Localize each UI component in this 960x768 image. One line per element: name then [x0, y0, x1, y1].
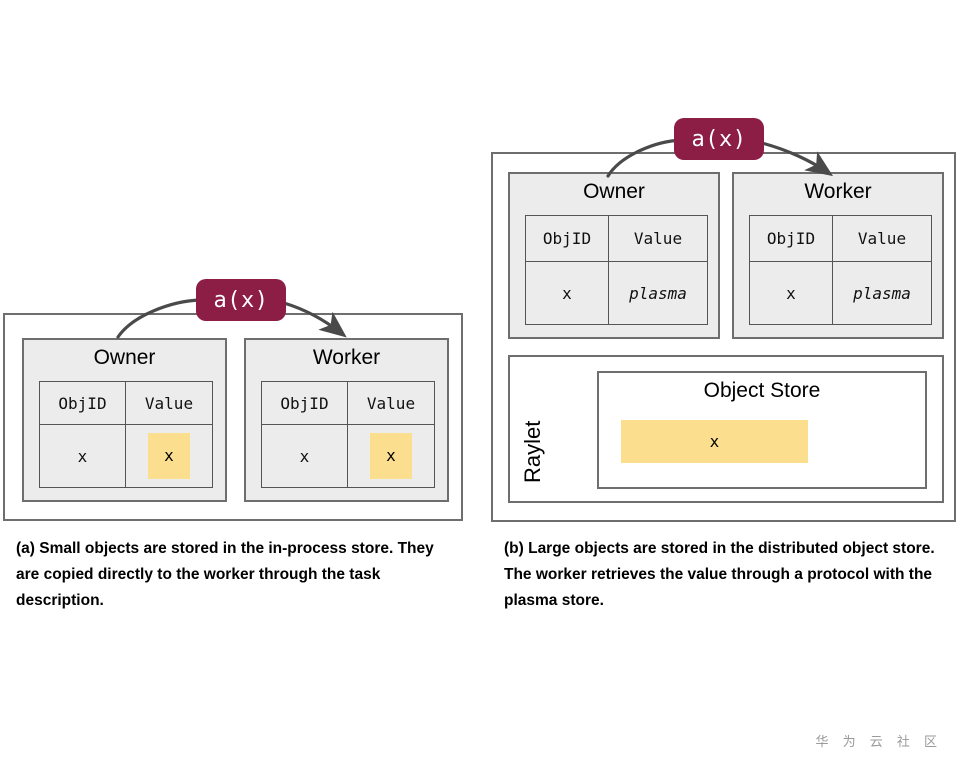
panel-b-worker-cell-value: plasma — [832, 261, 932, 325]
table-row: x plasma — [749, 261, 932, 325]
call-badge-b-label: a(x) — [691, 126, 747, 152]
panel-a-worker-box: Worker ObjID Value x x — [244, 338, 449, 502]
panel-b-worker-cell-objid: x — [749, 261, 833, 325]
panel-a-owner-th-value: Value — [125, 381, 213, 425]
panel-b-owner-th-value: Value — [608, 215, 708, 262]
panel-a-owner-th-objid: ObjID — [39, 381, 126, 425]
panel-b-worker-table: ObjID Value x plasma — [749, 215, 932, 325]
panel-a-worker-cell-value: x — [347, 424, 435, 488]
panel-b-owner-title: Owner — [583, 180, 645, 203]
raylet-label: Raylet — [520, 420, 545, 483]
table-row: ObjID Value — [39, 381, 213, 425]
panel-b-owner-value-plasma: plasma — [629, 283, 687, 303]
panel-a-owner-value-highlight: x — [148, 433, 190, 479]
panel-b-worker-title: Worker — [804, 180, 872, 203]
panel-a-worker-cell-objid: x — [261, 424, 348, 488]
object-store-box: Object Store x — [597, 371, 927, 489]
panel-b-owner-cell-value: plasma — [608, 261, 708, 325]
panel-a-owner-table: ObjID Value x x — [39, 381, 213, 488]
object-store-entry: x — [621, 420, 808, 463]
table-row: x x — [39, 424, 213, 488]
panel-a-worker-th-objid: ObjID — [261, 381, 348, 425]
raylet-box: Raylet Object Store x — [508, 355, 944, 503]
panel-a-owner-box: Owner ObjID Value x x — [22, 338, 227, 502]
panel-b-worker-box: Worker ObjID Value x plasma — [732, 172, 944, 339]
panel-a-owner-cell-value: x — [125, 424, 213, 488]
watermark: 华 为 云 社 区 — [815, 735, 942, 750]
panel-b-owner-cell-objid: x — [525, 261, 609, 325]
call-badge-a[interactable]: a(x) — [196, 279, 286, 321]
call-badge-b[interactable]: a(x) — [674, 118, 764, 160]
object-store-title: Object Store — [703, 379, 821, 402]
panel-a-owner-title: Owner — [93, 346, 156, 369]
panel-a-worker-title: Worker — [312, 346, 381, 369]
panel-b-worker-th-objid: ObjID — [749, 215, 833, 262]
panel-b-caption: (b) Large objects are stored in the dist… — [504, 540, 935, 609]
table-row: x x — [261, 424, 435, 488]
table-row: ObjID Value — [749, 215, 932, 262]
panel-b-container: Owner ObjID Value x plasma Worker ObjID … — [491, 152, 956, 522]
panel-b-owner-table: ObjID Value x plasma — [525, 215, 708, 325]
panel-a-owner-cell-objid: x — [39, 424, 126, 488]
panel-a-worker-table: ObjID Value x x — [261, 381, 435, 488]
panel-a-caption: (a) Small objects are stored in the in-p… — [16, 540, 434, 609]
panel-b-owner-box: Owner ObjID Value x plasma — [508, 172, 720, 339]
table-row: ObjID Value — [525, 215, 708, 262]
panel-a-worker-value-highlight: x — [370, 433, 412, 479]
panel-a-worker-th-value: Value — [347, 381, 435, 425]
panel-b-worker-th-value: Value — [832, 215, 932, 262]
table-row: x plasma — [525, 261, 708, 325]
panel-a-container: Owner ObjID Value x x Worker ObjID Value… — [3, 313, 463, 521]
panel-b-worker-value-plasma: plasma — [853, 283, 911, 303]
call-badge-a-label: a(x) — [213, 287, 269, 313]
table-row: ObjID Value — [261, 381, 435, 425]
panel-b-owner-th-objid: ObjID — [525, 215, 609, 262]
